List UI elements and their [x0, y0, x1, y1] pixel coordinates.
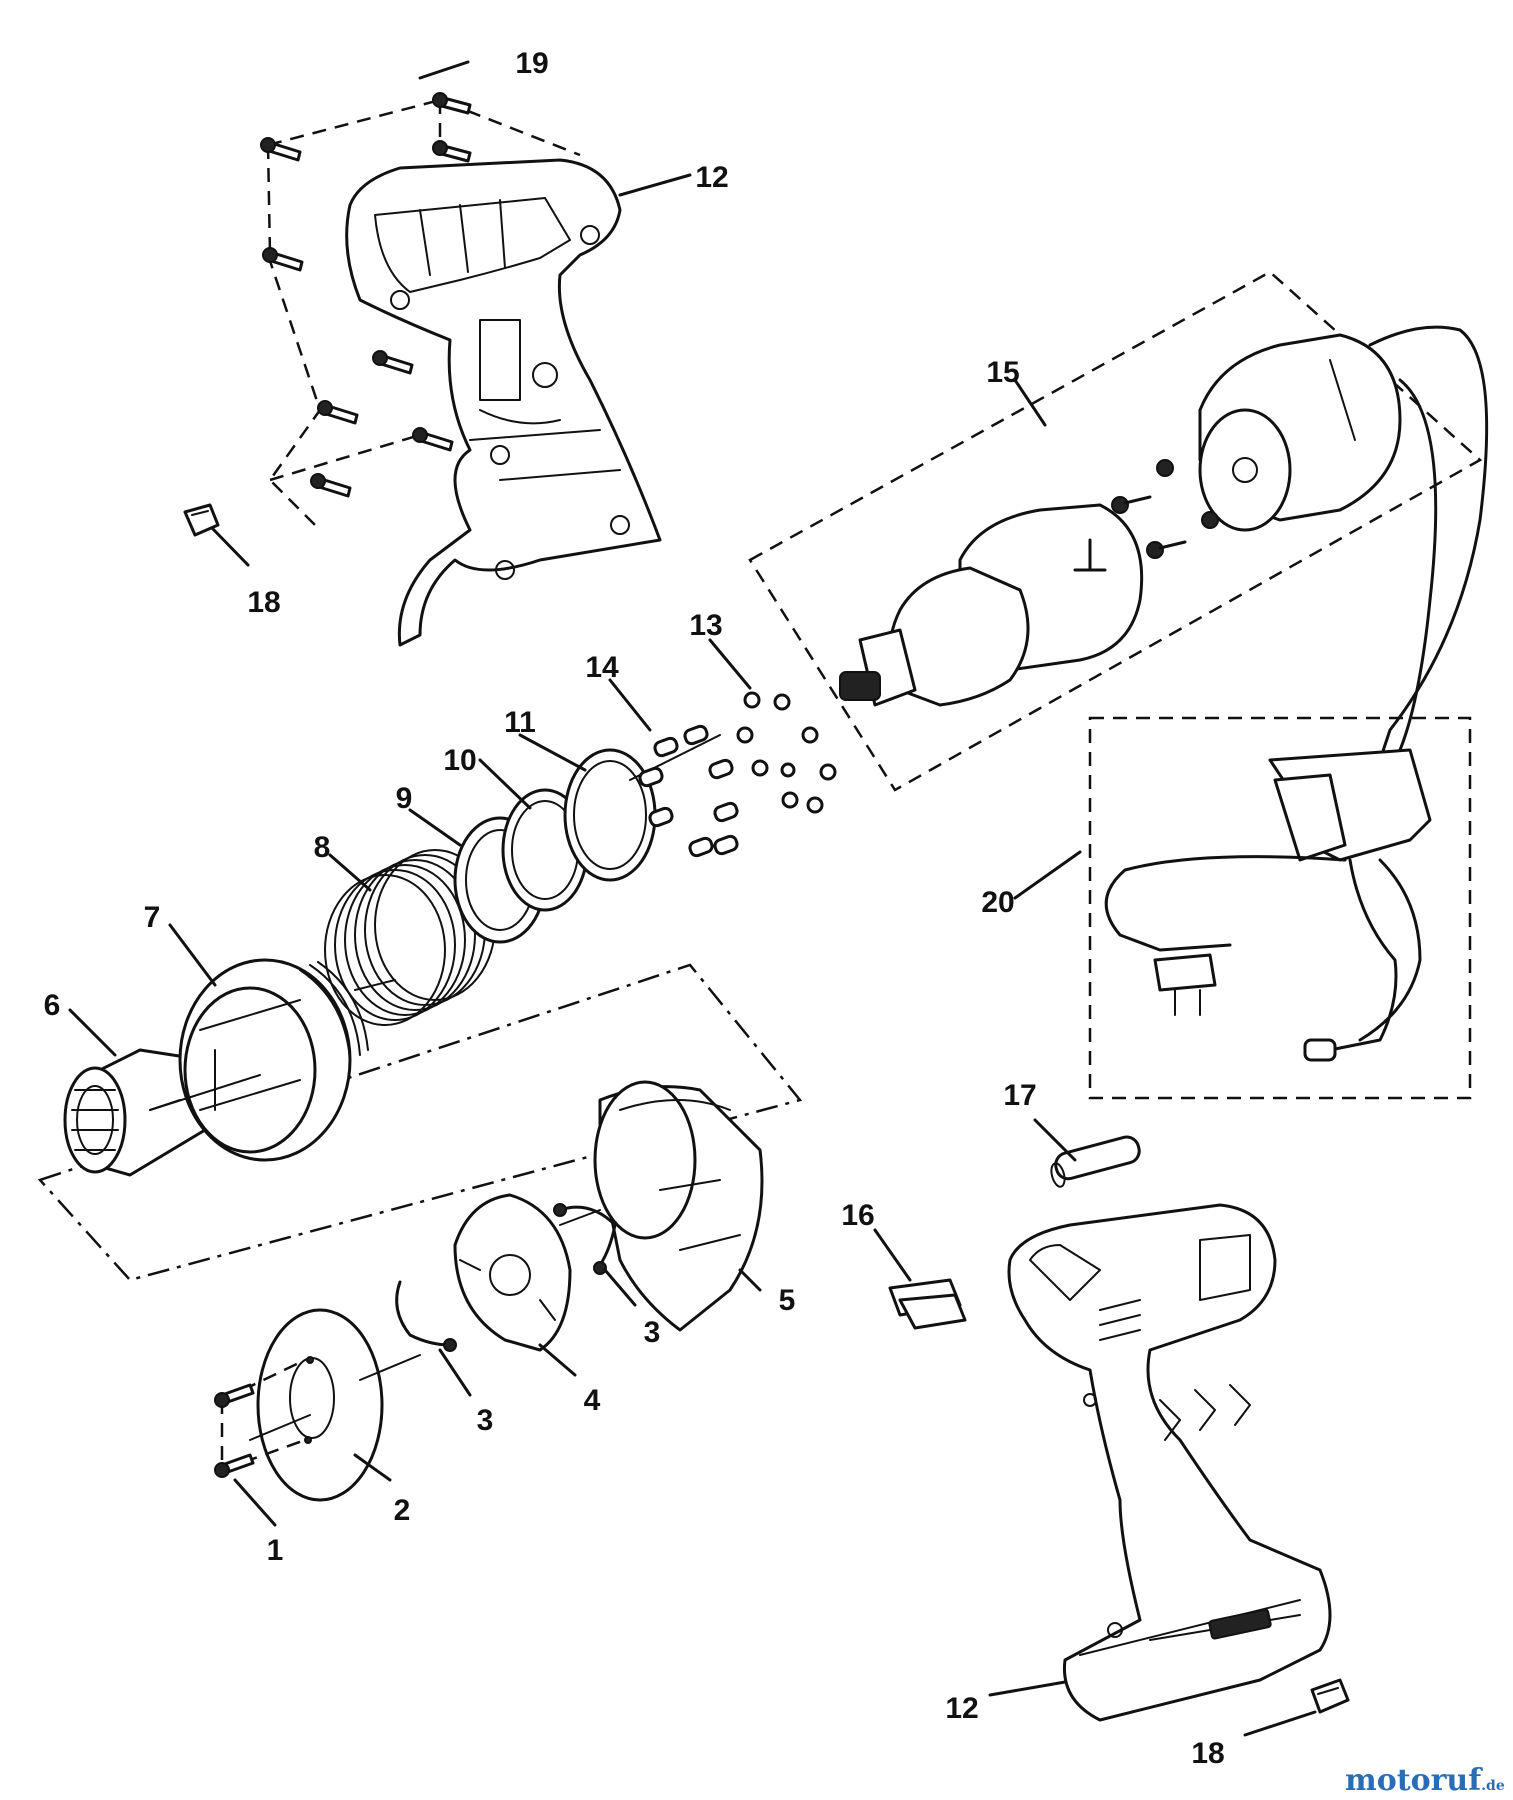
motor-assembly-box: [748, 270, 1483, 792]
motor-screws: [1111, 459, 1219, 559]
leader-lines: [68, 60, 1317, 1737]
part-6-collar: [63, 1048, 207, 1177]
part-11-ring: [563, 748, 657, 882]
svg-text:motoruf.de: motoruf.de: [1345, 1763, 1505, 1798]
part-16-clip: [888, 1278, 967, 1330]
callout-2: 2: [394, 1494, 411, 1527]
part-14-pins: [638, 724, 739, 858]
callout-3-left: 3: [477, 1404, 494, 1437]
callout-11: 11: [504, 706, 536, 739]
callout-12-top: 12: [695, 161, 728, 194]
callout-4: 4: [584, 1384, 601, 1417]
callout-20: 20: [981, 886, 1014, 919]
gearbox: [839, 503, 1144, 707]
callout-19: 19: [515, 47, 548, 80]
housing-left-half: [345, 158, 662, 647]
callout-13: 13: [689, 609, 722, 642]
part-17-fuse: [1050, 1135, 1141, 1188]
callout-1: 1: [267, 1534, 284, 1567]
part-5-gear-housing: [593, 1080, 764, 1332]
housing-right-half: [1007, 1203, 1332, 1722]
callout-7: 7: [144, 901, 161, 934]
callout-6: 6: [44, 989, 61, 1022]
clip-18-top: [183, 503, 220, 537]
callout-18-bottom: 18: [1191, 1737, 1224, 1770]
callout-10: 10: [443, 744, 476, 777]
callout-14: 14: [585, 651, 619, 684]
part-13-balls: [736, 691, 837, 814]
callout-12-bottom: 12: [945, 1692, 978, 1725]
motor-wires: [1368, 325, 1489, 762]
clutch-group-box: [37, 963, 803, 1282]
callout-15: 15: [986, 356, 1019, 389]
part-7-clutch-ring: [178, 958, 369, 1162]
watermark-suffix: .de: [1481, 1778, 1505, 1794]
clip-18-bottom: [1310, 1678, 1350, 1714]
watermark-logo: motoruf.de: [1345, 1763, 1505, 1798]
callout-16: 16: [841, 1199, 874, 1232]
part-2-washer: [256, 1308, 384, 1502]
callout-17: 17: [1003, 1079, 1036, 1112]
screw-set-19: [260, 92, 581, 531]
callout-18-top: 18: [247, 586, 280, 619]
callout-5: 5: [779, 1284, 796, 1317]
switch-assembly-box: [1088, 716, 1472, 1100]
callout-8: 8: [314, 831, 331, 864]
part-1-screws: [214, 1358, 306, 1478]
part-4-plate: [453, 1193, 572, 1352]
axis-line-lower: [249, 1209, 601, 1441]
motor-can: [1198, 333, 1402, 532]
callout-3-right: 3: [644, 1316, 661, 1349]
watermark-brand: motoruf: [1345, 1763, 1483, 1798]
callout-9: 9: [396, 782, 413, 815]
switch: [1104, 748, 1432, 1062]
part-3-clips: [395, 1203, 617, 1352]
